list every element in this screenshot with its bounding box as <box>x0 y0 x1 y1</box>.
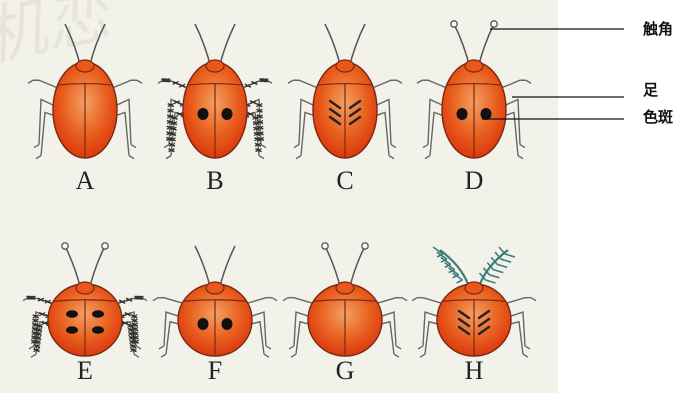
beetle-label-e: E <box>55 358 115 384</box>
beetle-label-g: G <box>315 358 375 384</box>
callout-spot: 色斑 <box>643 110 673 125</box>
callout-antenna: 触角 <box>643 22 673 37</box>
beetle-e <box>23 243 147 357</box>
beetle-label-b: B <box>185 168 245 194</box>
beetle-f <box>153 246 277 357</box>
beetle-c <box>288 24 402 159</box>
beetle-label-d: D <box>444 168 504 194</box>
callout-leg: 足 <box>643 83 658 98</box>
beetle-h <box>412 247 536 357</box>
beetle-b <box>158 24 272 159</box>
figure-panel: 机恋 <box>0 0 558 393</box>
beetle-figure <box>0 0 558 393</box>
beetle-label-h: H <box>444 358 504 384</box>
beetle-label-c: C <box>315 168 375 194</box>
beetle-label-f: F <box>185 358 245 384</box>
beetle-g <box>283 243 407 357</box>
beetle-a <box>28 24 142 159</box>
beetle-d <box>417 21 531 159</box>
beetle-label-a: A <box>55 168 115 194</box>
